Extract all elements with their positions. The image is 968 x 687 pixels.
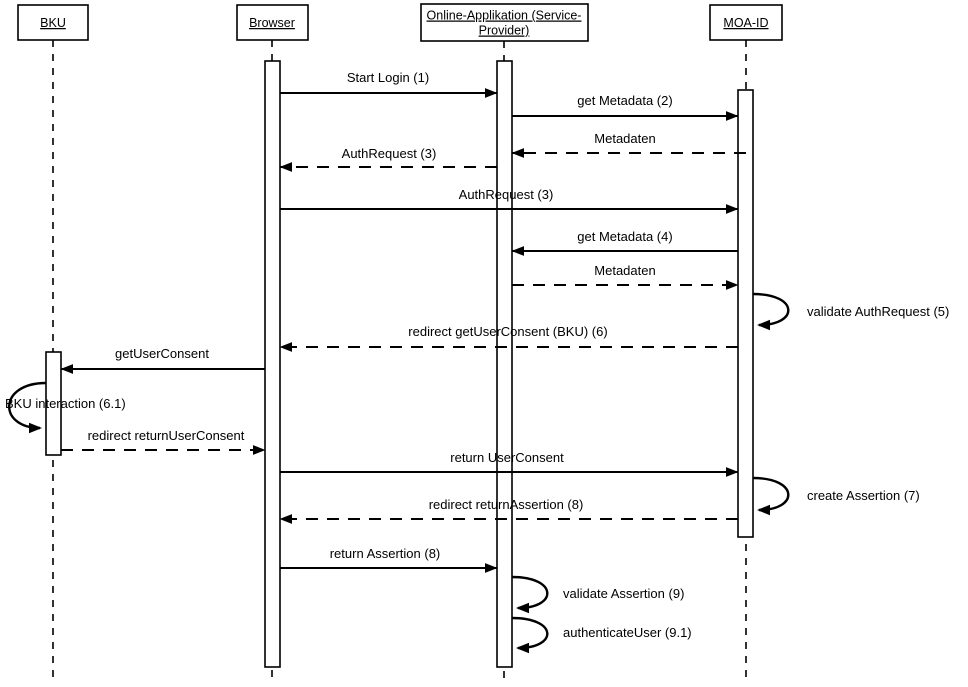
lifeline-heads-layer: BKU Browser Online-Applikation (Service-Pr…: [17, 3, 783, 42]
self-message-label: create Assertion (7): [807, 488, 920, 503]
self-message-oa-9: validate Assertion (9): [511, 575, 684, 614]
message-moaid-to-browser: redirect returnAssertion (8): [279, 497, 738, 524]
self-message-moaid-5: validate AuthRequest (5): [752, 292, 949, 331]
message-browser-to-oa: return Assertion (8): [280, 546, 498, 573]
message-moaid-to-oa: get Metadata (4): [511, 229, 738, 256]
lifeline-head-bku[interactable]: BKU: [17, 4, 89, 41]
self-message-arc: [752, 476, 790, 516]
lifeline-label-moaid: MOA-ID: [723, 16, 768, 30]
self-message-arc: [752, 292, 790, 331]
lifeline-label-bku: BKU: [40, 16, 66, 30]
lifeline-head-oa[interactable]: Online-Applikation (Service-Provider): [420, 3, 589, 42]
message-label: redirect returnAssertion (8): [429, 497, 584, 512]
lifeline-box-oa[interactable]: [420, 3, 589, 42]
message-label: return UserConsent: [450, 450, 564, 465]
lifeline-label-browser: Browser: [249, 16, 295, 30]
message-moaid-to-oa: Metadaten: [511, 131, 746, 158]
lifeline-label-oa: Online-Applikation (Service-: [427, 9, 582, 23]
activation-bar-oa: [496, 60, 513, 668]
activation-bar-browser: [264, 60, 281, 668]
lifeline-box-bku[interactable]: [17, 4, 89, 41]
message-label: get Metadata (4): [577, 229, 672, 244]
self-message-moaid-7: create Assertion (7): [752, 476, 920, 516]
message-label: AuthRequest (3): [342, 146, 437, 161]
lifeline-head-moaid[interactable]: MOA-ID: [709, 4, 783, 41]
message-browser-to-moaid: return UserConsent: [280, 450, 739, 477]
message-oa-to-moaid: get Metadata (2): [512, 93, 739, 121]
messages-layer: Start Login (1) get Metadata (2) Metadaten…: [60, 70, 746, 573]
message-browser-to-bku: getUserConsent: [60, 346, 265, 374]
message-label: redirect getUserConsent (BKU) (6): [408, 324, 607, 339]
message-label: get Metadata (2): [577, 93, 672, 108]
self-message-label: validate AuthRequest (5): [807, 304, 949, 319]
lifeline-box-browser[interactable]: [236, 4, 309, 41]
message-browser-to-moaid: AuthRequest (3): [280, 187, 739, 214]
lifeline-head-browser[interactable]: Browser: [236, 4, 309, 41]
message-oa-to-browser: AuthRequest (3): [279, 146, 497, 172]
message-label: getUserConsent: [115, 346, 209, 361]
lifeline-box-moaid[interactable]: [709, 4, 783, 41]
self-message-bku-6.1: BKU interaction (6.1): [5, 381, 126, 434]
activations-layer: [45, 60, 754, 668]
message-label: redirect returnUserConsent: [88, 428, 245, 443]
message-label: Metadaten: [594, 263, 655, 278]
message-label: AuthRequest (3): [459, 187, 554, 202]
message-bku-to-browser: redirect returnUserConsent: [61, 428, 266, 455]
lifeline-label-oa: Provider): [479, 24, 530, 38]
message-moaid-to-browser: redirect getUserConsent (BKU) (6): [279, 324, 738, 352]
self-messages-layer: validate AuthRequest (5) BKU interaction …: [5, 292, 949, 654]
self-message-label: authenticateUser (9.1): [563, 625, 692, 640]
self-message-label: BKU interaction (6.1): [5, 396, 126, 411]
activation-bar-bku: [45, 351, 62, 456]
message-label: return Assertion (8): [330, 546, 441, 561]
self-message-oa-9.1: authenticateUser (9.1): [511, 616, 692, 654]
self-message-arc: [511, 616, 549, 654]
self-message-arc: [511, 575, 549, 614]
message-label: Start Login (1): [347, 70, 429, 85]
message-browser-to-oa: Start Login (1): [280, 70, 498, 98]
message-label: Metadaten: [594, 131, 655, 146]
self-message-arc: [8, 381, 47, 434]
activation-bar-moaid: [737, 89, 754, 538]
message-oa-to-moaid: Metadaten: [512, 263, 739, 290]
self-message-label: validate Assertion (9): [563, 586, 684, 601]
